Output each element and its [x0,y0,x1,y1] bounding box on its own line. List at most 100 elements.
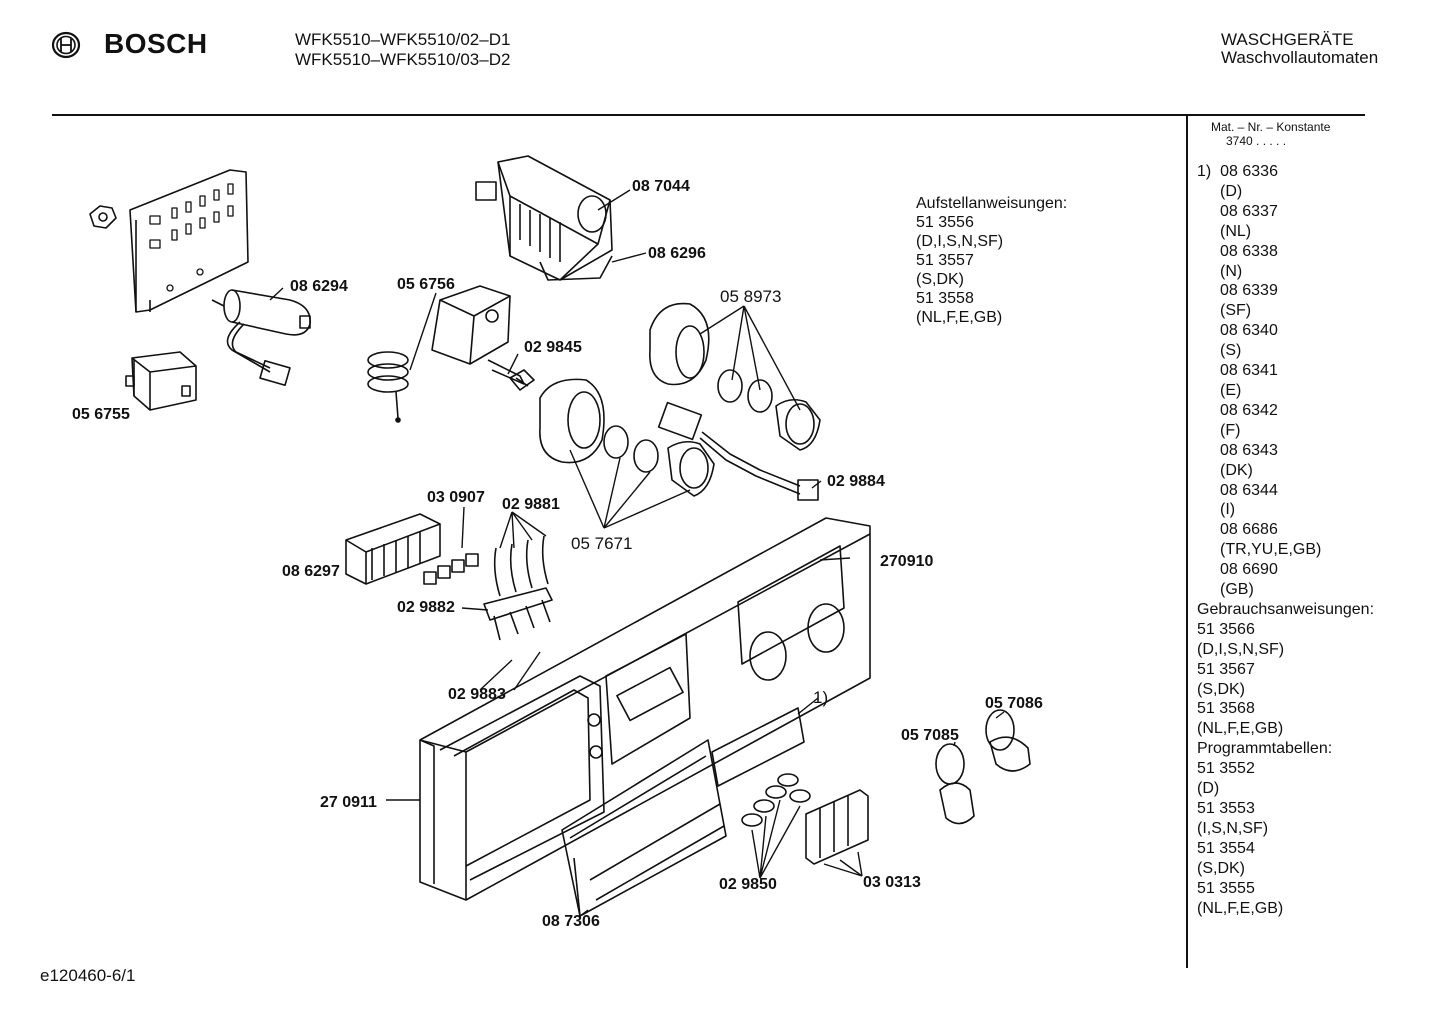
bosch-logo-icon [51,31,81,59]
knob-cap-lower [539,378,605,464]
list-item: 08 6337 [1220,202,1278,220]
list-item: 51 3552 [1197,760,1255,778]
heater-fuse [509,369,535,391]
list-item: 08 6339 [1220,282,1278,300]
exploded-parts-drawing [89,155,1031,917]
footnote-marker: 1) [1197,163,1212,180]
list-item: 08 6341 [1220,362,1278,380]
part-label: 05 7085 [901,727,959,744]
mat-number-value: 3740 . . . . . [1226,134,1287,148]
part-label: 02 9883 [448,686,506,703]
list-item: 51 3567 [1197,660,1255,678]
capacitor [211,289,311,387]
list-item: 08 6690 [1220,561,1278,579]
drawer-front [561,739,727,917]
part-label: 05 7671 [571,534,633,553]
push-buttons [805,789,869,865]
tables-title: Programmtabellen: [1197,740,1333,758]
part-label: 02 9882 [397,599,455,616]
list-item: 1) 08 6336 [1197,163,1278,180]
list-item: (DK) [1220,461,1253,479]
control-panel [419,517,871,901]
list-item: 51 3566 [1197,620,1255,638]
brand-name: BOSCH [104,28,208,59]
knob-ring-lower [603,425,659,473]
part-label: 08 6296 [648,245,706,262]
list-item: 08 6342 [1220,401,1278,419]
switch-block [345,513,441,585]
list-item: (S) [1220,342,1242,360]
installation-instructions: Aufstellanweisungen: 51 3556 (D,I,S,N,SF… [916,194,1067,327]
part-label: 27 0911 [320,794,377,811]
mat-number-label: Mat. – Nr. – Konstante [1211,120,1331,134]
mounting-plate [129,169,249,313]
list-item: (D) [1197,780,1220,798]
model-line-1: WFK5510–WFK5510/02–D1 [295,30,511,49]
list-item: (S,DK) [1197,859,1245,877]
contact-springs [493,535,549,597]
list-item: 08 6340 [1220,322,1278,340]
list-item: (S,DK) [916,271,964,288]
button-springs [741,773,811,827]
label-strip [711,707,805,787]
part-label: 05 8973 [720,287,782,306]
usage-title: Gebrauchsanweisungen: [1197,600,1375,618]
list-item: (N) [1220,262,1243,280]
list-item: 51 3557 [916,252,974,269]
part-label: 02 9845 [524,339,582,356]
contact-comb [483,587,553,641]
part-label: 08 7044 [632,178,690,195]
part-label: 03 0313 [863,874,921,891]
list-item: (GB) [1220,581,1254,599]
part-label: 05 6756 [397,276,455,293]
part-label: 05 6755 [72,406,130,423]
document-code: e120460-6/1 [40,966,136,985]
header-divider [52,114,1365,116]
part-label: 02 9884 [827,473,885,490]
list-item: (I,S,N,SF) [1197,819,1269,837]
part-label: 02 9850 [719,876,777,893]
list-item: (D,I,S,N,SF) [916,233,1004,250]
part-label: 03 0907 [427,489,485,506]
part-label: 02 9881 [502,496,560,513]
part-label: 08 6294 [290,278,348,295]
model-line-2: WFK5510–WFK5510/03–D2 [295,50,511,69]
list-item: (NL,F,E,GB) [1197,720,1284,738]
sidebar-parts-list: 1) 08 6336 (D) 08 6337 (NL) 08 6338 (N) … [1197,162,1374,918]
part-label: 08 6297 [282,563,340,580]
list-item: (TR,YU,E,GB) [1220,541,1322,559]
hex-nut [89,205,117,229]
list-item: (D,I,S,N,SF) [1197,640,1285,658]
list-item: 51 3553 [1197,800,1255,817]
list-item: (I) [1220,501,1236,519]
category-subtitle: Waschvollautomaten [1221,48,1379,67]
knob-cap-upper [649,302,710,386]
list-item: (NL,F,E,GB) [1197,899,1284,917]
leader-lines [269,189,1005,917]
list-item: (E) [1220,381,1242,399]
list-item: (S,DK) [1197,680,1245,698]
category-title: WASCHGERÄTE [1221,30,1354,49]
wire-connector [657,401,819,501]
frame-outline [419,739,435,884]
list-item: 51 3554 [1197,839,1255,857]
part-label: 1) [813,688,829,707]
knob-shaft-upper [775,398,821,451]
list-item: (F) [1220,421,1241,439]
list-item: 51 3568 [1197,700,1255,718]
list-item: (NL) [1220,222,1252,240]
list-item: (SF) [1220,302,1252,320]
solenoid-valve [475,155,613,281]
coil-spring [367,351,409,423]
selector-knob-left [935,743,975,825]
knob-ring-upper [717,369,773,413]
list-item: 08 6343 [1220,441,1278,459]
part-label: 05 7086 [985,695,1043,712]
part-label: 08 7306 [542,913,600,930]
selector-knob-right [985,709,1031,772]
list-item: (D) [1220,182,1243,200]
door-lock [431,285,525,385]
installation-title: Aufstellanweisungen: [916,195,1068,212]
list-item: 51 3555 [1197,879,1255,897]
transformer [125,351,197,411]
